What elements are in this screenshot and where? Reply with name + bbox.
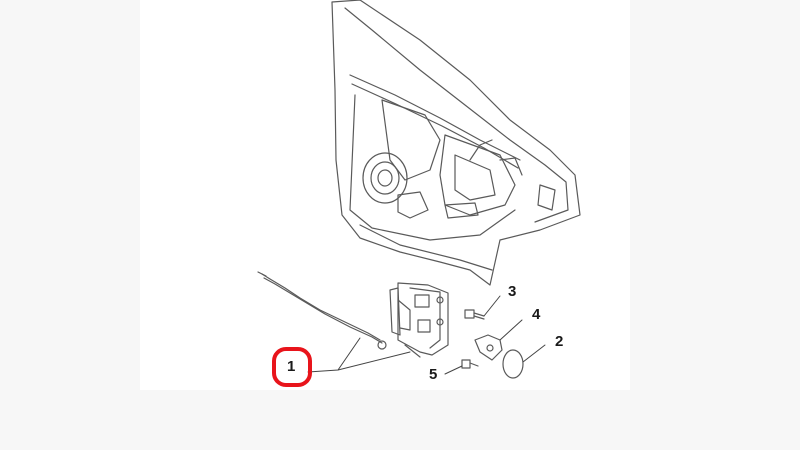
speaker-opening: [362, 152, 408, 204]
leader-4: [499, 319, 523, 341]
rear-door-panel: [331, 0, 581, 286]
part-3-screw: [464, 309, 485, 320]
part-1-cable: [257, 271, 387, 350]
leader-2: [522, 344, 546, 363]
callout-4: 4: [532, 306, 541, 323]
part-5-screw: [461, 359, 479, 369]
part-2-gasket: [502, 349, 524, 379]
leader-5: [444, 365, 463, 375]
callout-2: 2: [555, 333, 564, 350]
highlight-ring: [272, 347, 312, 387]
drawing-area: [140, 0, 630, 390]
callout-1: 1: [287, 358, 296, 375]
callout-5: 5: [429, 366, 438, 383]
leader-lines: [307, 295, 546, 375]
leader-1-lock: [337, 351, 411, 371]
callout-3: 3: [508, 283, 517, 300]
part-4-bracket: [474, 334, 503, 361]
door-lock-mechanism: [389, 282, 449, 358]
leader-3: [483, 295, 501, 317]
